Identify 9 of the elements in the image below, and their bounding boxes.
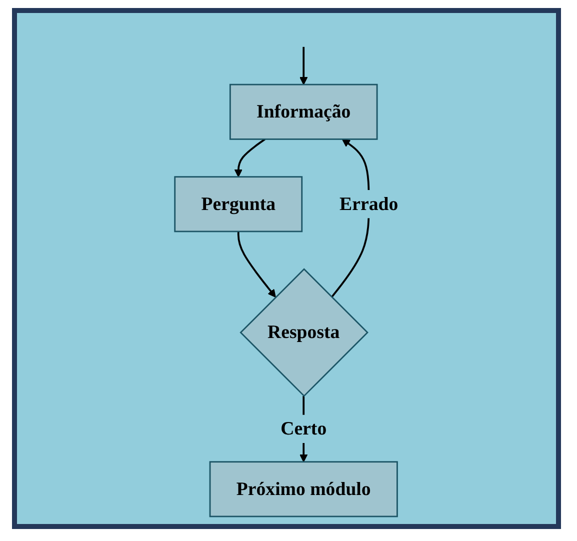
node-diamond: Resposta	[240, 268, 368, 397]
arrow	[237, 231, 276, 298]
edge-label: Certo	[280, 418, 327, 440]
node-box: Próximo módulo	[209, 461, 398, 518]
arrow	[299, 46, 308, 85]
node-box: Informação	[229, 84, 378, 140]
node-box: Pergunta	[174, 176, 303, 232]
arrow	[234, 138, 266, 178]
edge-label: Errado	[340, 194, 398, 215]
